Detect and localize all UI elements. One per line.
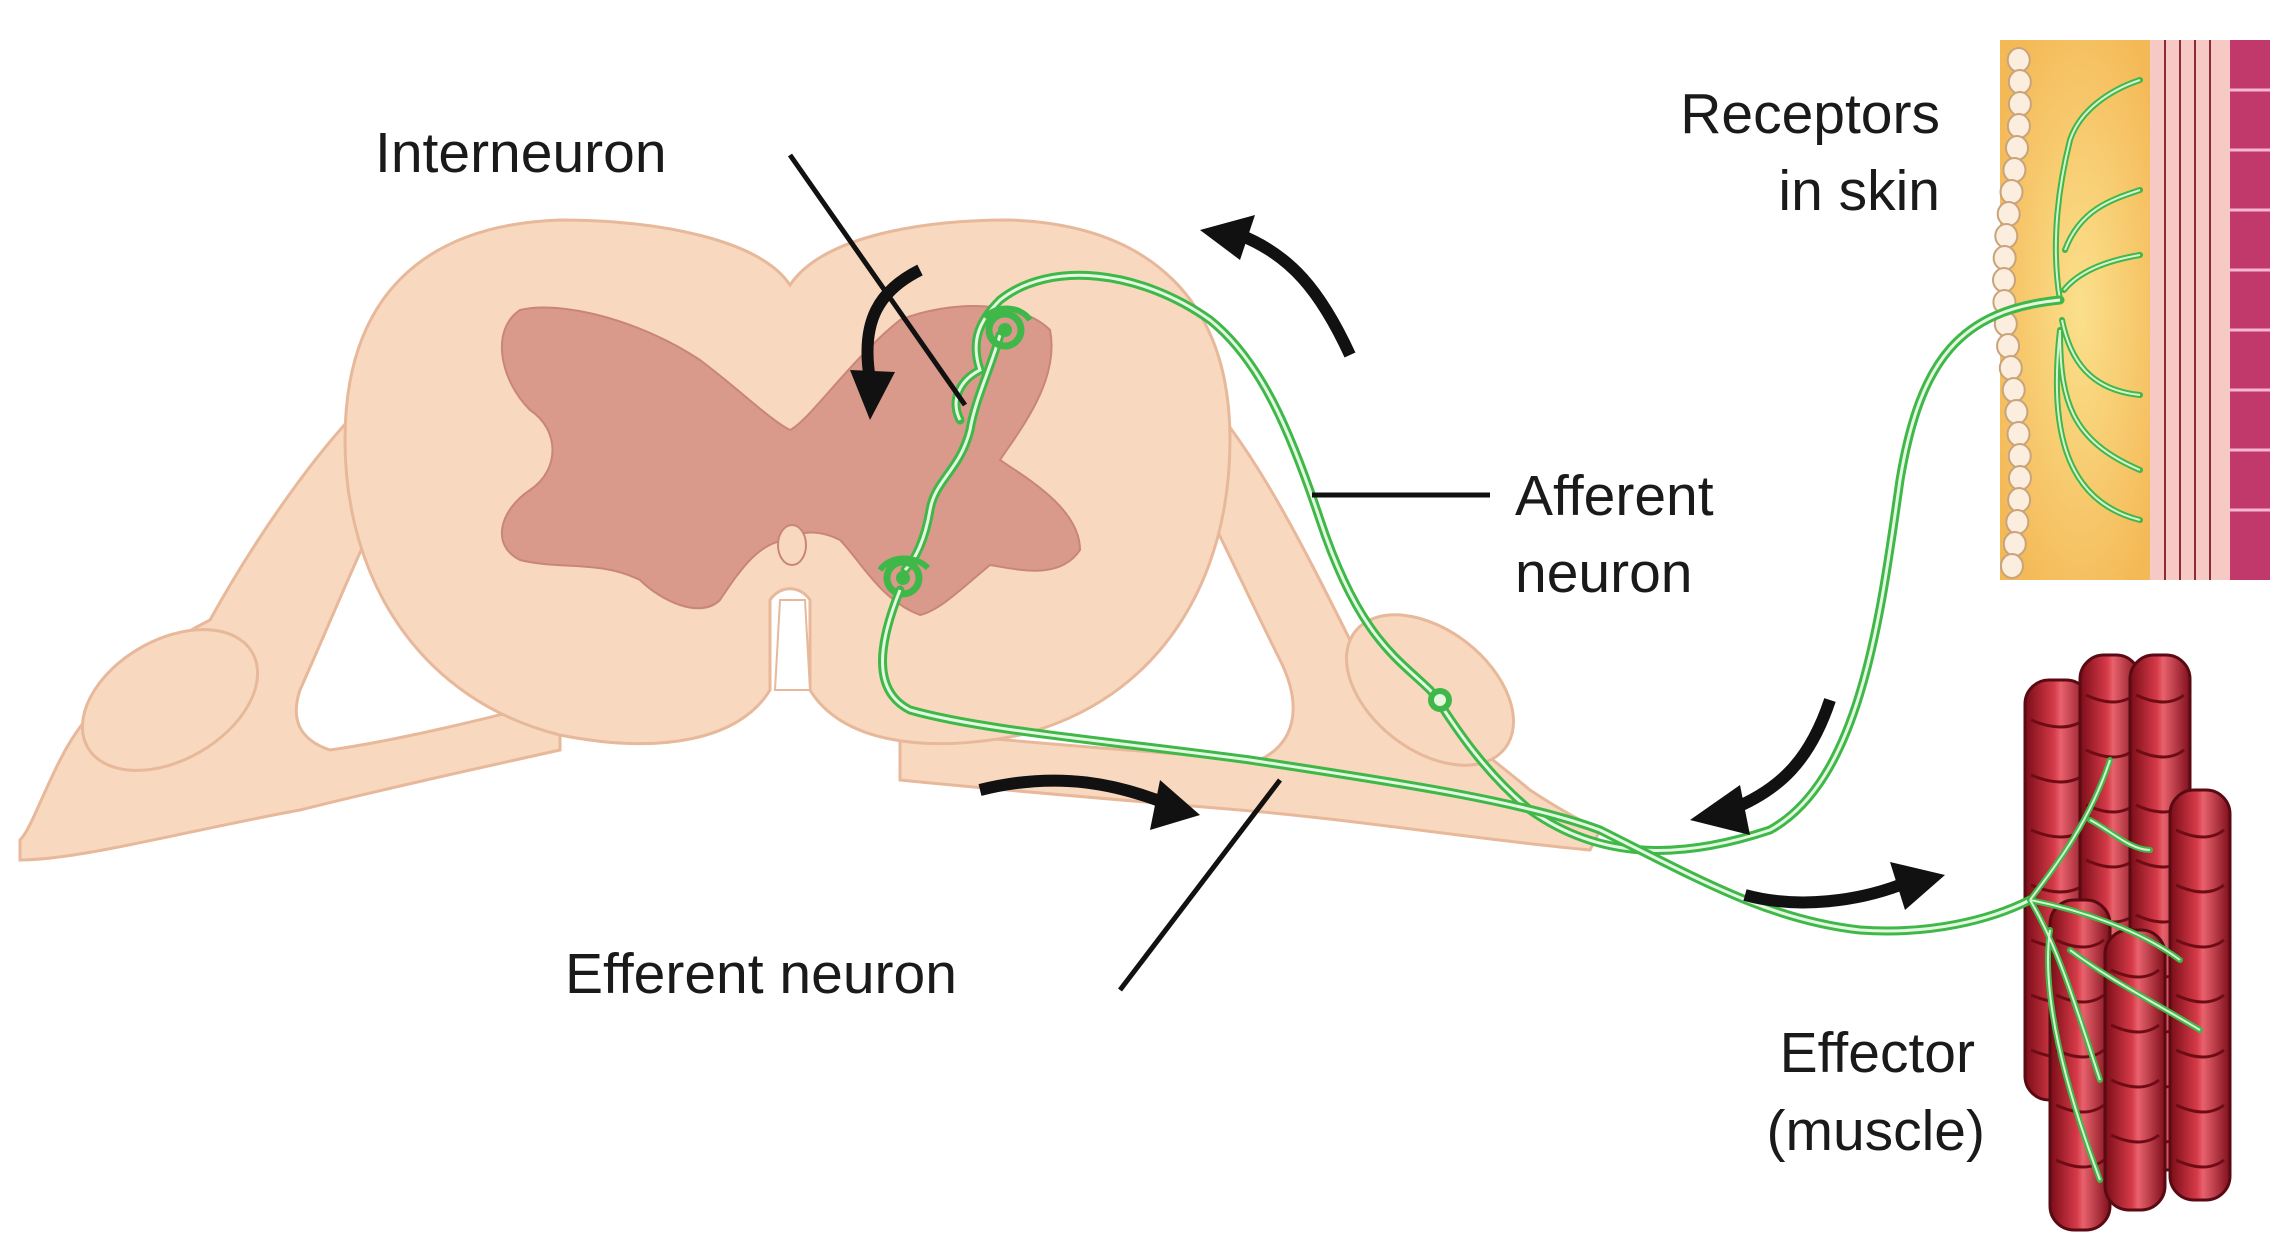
skin-dermis [2150, 40, 2230, 580]
skin-bead [2008, 422, 2030, 446]
effector-label-line1: Effector [1780, 1021, 1975, 1085]
efferent-leader [1120, 780, 1280, 990]
skin-bead [2009, 466, 2031, 490]
skin-bead [2004, 532, 2026, 556]
receptors-label-line1: Receptors [1680, 82, 1940, 146]
skin-bead [2003, 378, 2025, 402]
central-canal [778, 525, 806, 565]
arrow-from-skin [1690, 700, 1830, 835]
epidermis [2230, 40, 2270, 580]
skin-bead [2005, 400, 2027, 424]
skin-bead [2003, 158, 2025, 182]
effector-muscle [2025, 655, 2230, 1230]
afferent-label-line2: neuron [1515, 541, 1693, 605]
skin-bead [2009, 70, 2031, 94]
skin-bead [2009, 444, 2031, 468]
skin-bead [2001, 180, 2023, 204]
skin-bead [2008, 114, 2030, 138]
skin-bead [2000, 356, 2022, 380]
skin-bead [1998, 202, 2020, 226]
skin-bead [2006, 510, 2028, 534]
spinal-cord [20, 220, 1600, 860]
skin-bead [2006, 136, 2028, 160]
muscle-fiber [2170, 790, 2230, 1200]
skin-bead [1994, 246, 2016, 270]
receptors-label-line2: in skin [1778, 159, 1940, 223]
skin-bead [2008, 48, 2030, 72]
interneuron-label: Interneuron [375, 121, 667, 185]
arrow-to-muscle [1745, 862, 1945, 910]
arrow-efferent-out [980, 780, 1200, 830]
efferent-label: Efferent neuron [565, 942, 957, 1006]
skin-bead [1997, 334, 2019, 358]
anterior-median-fissure [775, 600, 810, 690]
skin-bead [2001, 554, 2023, 578]
skin-section [1993, 40, 2270, 580]
effector-label-line2: (muscle) [1766, 1099, 1985, 1163]
skin-bead [2008, 488, 2030, 512]
skin-bead [1993, 268, 2015, 292]
muscle-fiber [2105, 930, 2165, 1210]
afferent-label-line1: Afferent [1515, 464, 1714, 528]
skin-bead [2009, 92, 2031, 116]
skin-bead [1995, 224, 2017, 248]
